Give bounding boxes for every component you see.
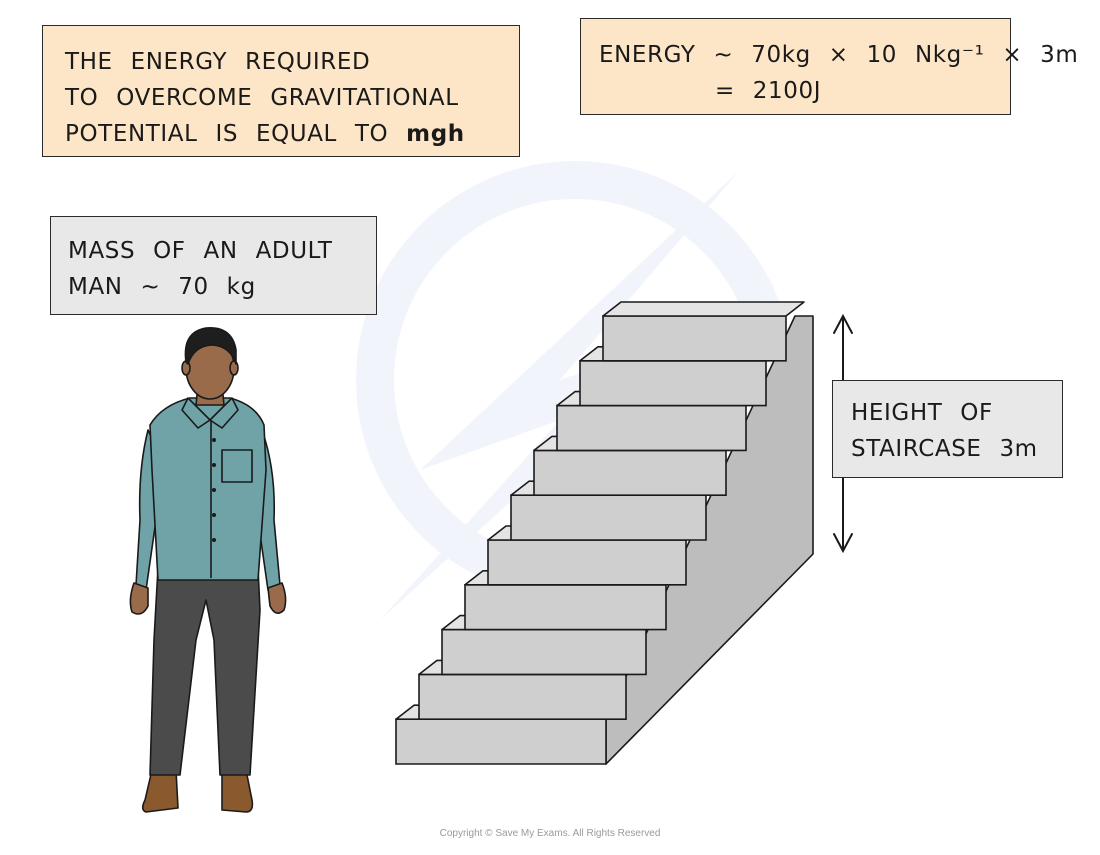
right-ear [229, 360, 239, 376]
stair-step-2-front [418, 673, 627, 721]
gpe-line-2: TO OVERCOME GRAVITATIONAL [65, 85, 459, 111]
gpe-energy-box: THE ENERGY REQUIRED TO OVERCOME GRAVITAT… [42, 25, 520, 157]
mgh-formula: mgh [406, 121, 465, 147]
gpe-line-3-text: POTENTIAL IS EQUAL TO [65, 121, 389, 147]
collar [181, 397, 211, 429]
stair-step-9-front [579, 359, 767, 407]
height-line-2: STAIRCASE 3m [851, 436, 1038, 462]
energy-calculation-box: ENERGY ∼ 70kg × 10 Nkg⁻¹ × 3m = 2100J [580, 18, 1078, 115]
stair-step-10-tread [602, 301, 805, 317]
stair-step-1-front [395, 718, 607, 765]
stair-step-7-front [533, 449, 727, 497]
right-shoe [221, 769, 254, 813]
staircase [395, 301, 814, 765]
mass-box: MASS OF AN ADULT MAN ∼ 70 kg [50, 216, 377, 315]
stair-step-4-front [464, 583, 667, 631]
height-line-1: HEIGHT OF [851, 400, 993, 426]
gpe-line-1: THE ENERGY REQUIRED [65, 49, 371, 75]
energy-line-1: ENERGY ∼ 70kg × 10 Nkg⁻¹ × 3m [599, 37, 1078, 73]
approx-symbol: ∼ [713, 42, 734, 68]
energy-expression: 70kg × 10 Nkg⁻¹ × 3m [751, 42, 1079, 68]
mass-line-2: MAN ∼ 70 kg [68, 274, 256, 300]
trousers [149, 567, 261, 776]
stair-step-6-front [510, 494, 707, 541]
stair-step-10-front [602, 315, 787, 362]
mass-line-1: MASS OF AN ADULT [68, 238, 333, 264]
left-hand [129, 582, 149, 615]
shirt [149, 397, 267, 581]
energy-label: ENERGY [599, 42, 696, 68]
energy-result: = 2100J [715, 78, 822, 104]
shirt-pocket [221, 449, 253, 483]
gpe-line-3: POTENTIAL IS EQUAL TO mgh [65, 116, 519, 152]
stair-step-5-front [487, 539, 687, 586]
left-shoe [141, 769, 179, 813]
stair-step-3-front [441, 628, 647, 676]
copyright-notice: Copyright © Save My Exams. All Rights Re… [439, 828, 661, 839]
right-hand [267, 582, 287, 614]
stair-step-8-front [556, 404, 747, 452]
height-box: HEIGHT OF STAIRCASE 3m [832, 380, 1063, 478]
hair [184, 327, 237, 365]
man-figure [129, 327, 287, 813]
